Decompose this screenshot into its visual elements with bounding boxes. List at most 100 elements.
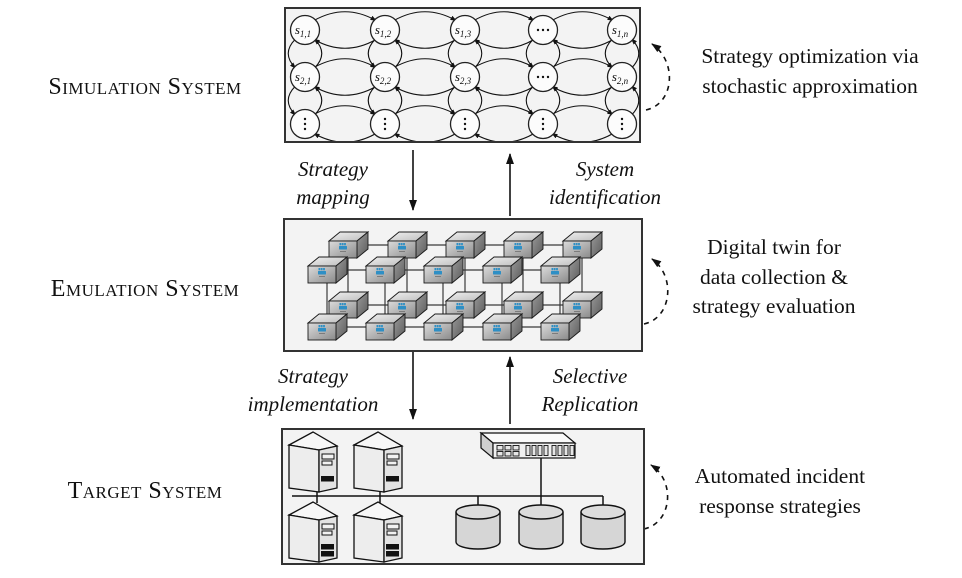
transition-arc bbox=[473, 11, 535, 22]
drive-slot bbox=[321, 523, 335, 530]
transition-arc bbox=[313, 11, 377, 21]
docker-logo-icon bbox=[493, 271, 501, 275]
database-icon bbox=[518, 504, 564, 550]
selective-replication-label: Selective Replication bbox=[541, 364, 639, 416]
state-node: s2,3 bbox=[449, 61, 481, 93]
transition-arc bbox=[393, 105, 457, 115]
transition-arc bbox=[630, 85, 639, 116]
transition-arc bbox=[313, 39, 377, 49]
drive-slot bbox=[386, 530, 398, 536]
docker-logo-icon bbox=[376, 271, 384, 275]
database-icon bbox=[455, 504, 501, 550]
infrastructure-graphic bbox=[287, 431, 626, 563]
drive-slot bbox=[321, 460, 333, 466]
transition-arc bbox=[393, 38, 403, 69]
drive-slot bbox=[321, 530, 333, 536]
container-icon bbox=[364, 256, 407, 284]
switch-port bbox=[504, 451, 512, 457]
docker-logo-icon bbox=[573, 306, 581, 310]
transition-arc bbox=[551, 38, 561, 69]
vent-bar bbox=[321, 551, 334, 557]
docker-logo-icon bbox=[318, 271, 326, 275]
state-node bbox=[527, 108, 559, 140]
svg-text:s1,2: s1,2 bbox=[375, 22, 392, 39]
svg-text:s2,1: s2,1 bbox=[295, 69, 311, 86]
strategy-implementation-label: Strategy implementation bbox=[247, 364, 379, 416]
docker-logo-icon bbox=[339, 306, 347, 310]
transition-arc bbox=[393, 39, 457, 49]
switch-port bbox=[512, 445, 520, 451]
emulation-box bbox=[283, 218, 643, 352]
svg-text:s1,n: s1,n bbox=[612, 22, 629, 39]
svg-text:s1,1: s1,1 bbox=[295, 22, 311, 39]
target-system-label: Target System bbox=[67, 478, 223, 504]
transition-arc bbox=[313, 38, 323, 69]
drive-slot bbox=[321, 453, 335, 460]
transition-arc bbox=[604, 85, 614, 116]
transition-arc bbox=[473, 105, 535, 116]
vent-bar bbox=[386, 544, 399, 550]
server-tower-icon bbox=[287, 501, 339, 563]
container-icon bbox=[306, 313, 349, 341]
transition-arc bbox=[313, 86, 377, 96]
switch-port bbox=[531, 445, 537, 456]
transition-arc bbox=[393, 133, 457, 141]
container-icon bbox=[327, 231, 370, 259]
transition-arc bbox=[604, 38, 614, 69]
switch-port bbox=[569, 445, 575, 456]
svg-text:s1,3: s1,3 bbox=[455, 22, 472, 39]
transition-arc bbox=[287, 38, 297, 69]
docker-logo-icon bbox=[398, 306, 406, 310]
switch-port bbox=[512, 451, 520, 457]
transition-arc bbox=[393, 58, 457, 68]
server-tower-icon bbox=[352, 431, 404, 493]
container-icon bbox=[481, 256, 524, 284]
docker-logo-icon bbox=[456, 306, 464, 310]
transition-arc bbox=[551, 11, 614, 21]
transition-arc bbox=[367, 85, 377, 116]
state-node bbox=[449, 108, 481, 140]
simulation-system-label: Simulation System bbox=[48, 74, 242, 100]
vent-bar bbox=[321, 544, 334, 550]
state-node bbox=[369, 108, 401, 140]
container-icon bbox=[481, 313, 524, 341]
transition-arc bbox=[551, 133, 614, 141]
drive-slot bbox=[386, 523, 400, 530]
transition-arc bbox=[525, 38, 535, 69]
svg-text:s2,3: s2,3 bbox=[455, 69, 472, 86]
transition-arc bbox=[551, 58, 614, 68]
transition-arc bbox=[447, 38, 457, 69]
container-icon bbox=[539, 313, 582, 341]
server-tower-icon bbox=[287, 431, 339, 493]
transition-arc bbox=[393, 86, 457, 96]
docker-logo-icon bbox=[398, 246, 406, 250]
container-icon bbox=[386, 291, 429, 319]
container-icon bbox=[444, 291, 487, 319]
container-icon bbox=[364, 313, 407, 341]
transition-arc bbox=[473, 85, 483, 116]
transition-arc bbox=[313, 85, 323, 116]
state-node bbox=[527, 14, 559, 46]
container-icon bbox=[561, 231, 604, 259]
transition-arc bbox=[447, 85, 457, 116]
transition-arc bbox=[393, 11, 457, 21]
transition-arc bbox=[473, 85, 535, 96]
transition-arc bbox=[473, 132, 535, 141]
drive-slot bbox=[386, 460, 398, 466]
docker-logo-icon bbox=[434, 328, 442, 332]
emulation-annotation: Digital twin for data collection & strat… bbox=[692, 235, 856, 318]
transition-arc bbox=[393, 85, 403, 116]
switch-port bbox=[496, 445, 504, 451]
state-node: s2,n bbox=[606, 61, 638, 93]
transition-arc bbox=[473, 38, 535, 49]
transition-arc bbox=[473, 38, 483, 69]
container-icon bbox=[502, 231, 545, 259]
switch-port bbox=[504, 445, 512, 451]
transition-arc bbox=[313, 105, 377, 115]
network-switch-icon bbox=[479, 431, 577, 460]
transition-arc bbox=[525, 85, 535, 116]
container-icon bbox=[386, 231, 429, 259]
